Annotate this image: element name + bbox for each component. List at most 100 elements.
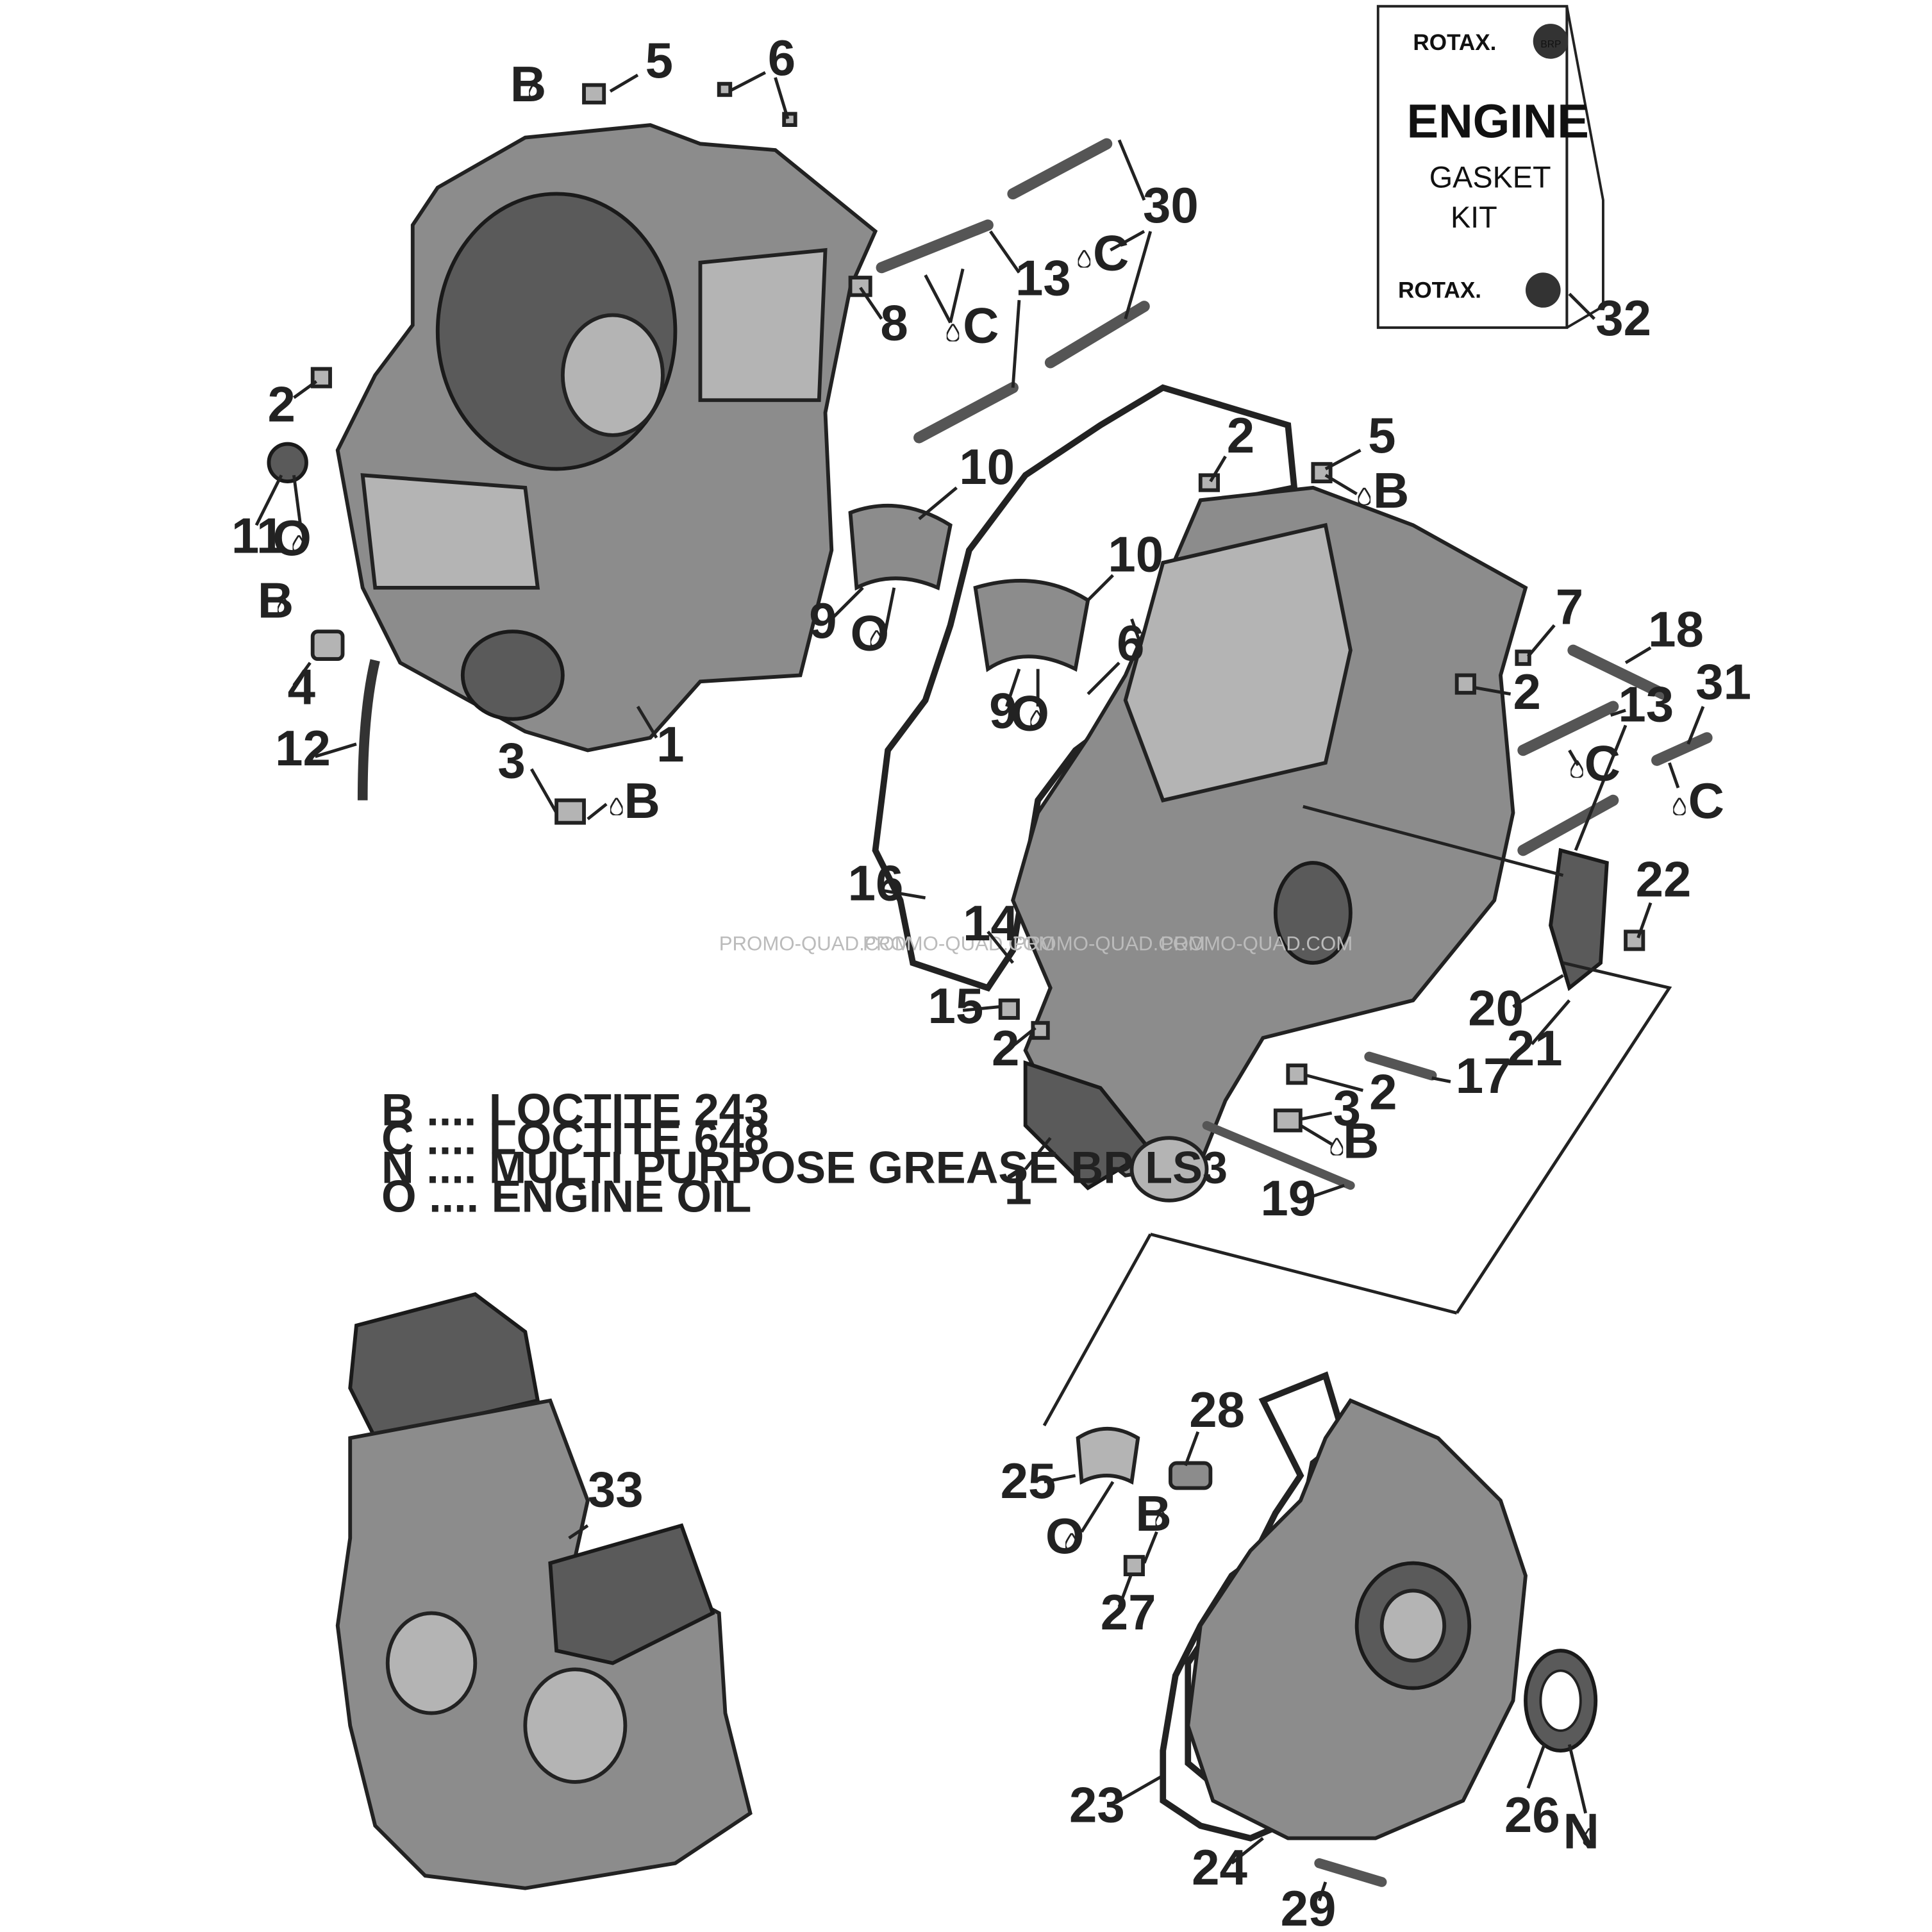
mark-n: N	[1563, 1803, 1599, 1859]
callout-7: 7	[1556, 578, 1583, 635]
dowel-6a	[717, 81, 733, 97]
drop-icon	[1673, 797, 1686, 815]
callout-12: 12	[275, 720, 331, 776]
application-marks: B B B B B B O O O O C C C C N	[258, 56, 1724, 1859]
callout-14: 14	[963, 895, 1019, 951]
kit-subtitle-line1: GASKET	[1429, 161, 1551, 194]
bolt-17	[1364, 1051, 1437, 1081]
callout-3: 3	[497, 732, 525, 788]
cover-20-21	[1549, 847, 1609, 992]
callout-13: 13	[1015, 249, 1071, 306]
mark-b: B	[624, 772, 660, 829]
stud-31	[1651, 732, 1713, 766]
callout-5: 5	[645, 32, 673, 88]
bearing-shells	[848, 503, 1090, 672]
watermark-2: PROMO-QUAD.COM	[863, 933, 1055, 955]
plug-27	[1123, 1554, 1145, 1576]
mark-b: B	[1373, 462, 1409, 519]
mark-o: O	[1010, 685, 1049, 741]
callout-2c: 2	[1513, 663, 1540, 720]
leader-lines	[254, 71, 1705, 1902]
callout-31: 31	[1695, 654, 1751, 710]
plug-5-left	[582, 83, 606, 104]
callout-10b: 10	[1108, 526, 1163, 583]
kit-title: ENGINE	[1407, 95, 1589, 148]
callout-19: 19	[1260, 1170, 1316, 1226]
mark-b: B	[258, 572, 294, 629]
callout-1b: 1	[1004, 1159, 1031, 1215]
callout-5b: 5	[1368, 407, 1395, 463]
callout-21: 21	[1507, 1020, 1563, 1076]
dowel-7	[1515, 649, 1531, 666]
legend-line-c: C .... LOCTITE 648	[381, 1113, 769, 1164]
drop-icon	[1358, 487, 1371, 506]
stud-13c	[1517, 794, 1619, 856]
callout-28: 28	[1189, 1381, 1245, 1438]
oil-seal-11	[267, 442, 308, 483]
mark-o: O	[272, 510, 312, 566]
left-crankcase-half	[335, 123, 878, 753]
callout-6: 6	[768, 29, 795, 86]
plug-4	[310, 629, 345, 662]
callout-8: 8	[880, 295, 908, 351]
plug-3b	[1273, 1108, 1303, 1133]
callout-15: 15	[928, 978, 984, 1034]
mark-b: B	[510, 56, 546, 112]
leader-20-gasket	[1303, 804, 1564, 877]
callout-13b: 13	[1618, 676, 1674, 733]
callout-9b: 9	[989, 682, 1017, 738]
kit-brand-bottom: ROTAX.	[1398, 278, 1481, 303]
legend-line-n: N .... MULTI PURPOSE GREASE BP LS3	[381, 1142, 1228, 1192]
callout-24: 24	[1192, 1839, 1247, 1895]
kit-brand-top: ROTAX.	[1413, 30, 1496, 55]
callout-27: 27	[1101, 1584, 1156, 1640]
watermark-1: PROMO-QUAD.COM	[719, 933, 912, 955]
callout-30: 30	[1143, 177, 1199, 233]
callout-2: 2	[267, 376, 295, 432]
brp-logo-icon	[1533, 24, 1569, 59]
kit-subtitle-line2: KIT	[1451, 201, 1497, 234]
watermark-3: PROMO-QUAD.COM	[1013, 933, 1205, 955]
drop-icon	[1078, 250, 1091, 268]
callout-6b: 6	[1117, 615, 1144, 671]
callout-4: 4	[288, 658, 315, 715]
callout-labels: 5 6 30 13 8 32 2 11 4 12 3 1 10 10 9 9 6…	[231, 29, 1751, 1932]
callout-11: 11	[231, 507, 284, 563]
complete-engine-33	[335, 1292, 753, 1890]
dowel-2d	[1031, 1020, 1050, 1040]
drop-icon	[946, 324, 960, 342]
callout-2d: 2	[992, 1020, 1019, 1076]
bolt-18	[1567, 644, 1669, 700]
mark-c: C	[963, 297, 999, 354]
watermark-4: PROMO-QUAD.COM	[1160, 933, 1353, 955]
mark-b: B	[1135, 1485, 1171, 1542]
dowel-2e	[1286, 1063, 1308, 1085]
callout-9: 9	[809, 592, 837, 649]
callout-2e: 2	[1369, 1063, 1397, 1120]
callout-20: 20	[1468, 980, 1524, 1037]
callout-22: 22	[1636, 851, 1692, 908]
legend-line-o: O .... ENGINE OIL	[381, 1170, 751, 1221]
hose-12	[357, 659, 380, 801]
brp-logo-icon-bottom	[1525, 272, 1561, 308]
callout-18: 18	[1648, 601, 1704, 658]
mark-o: O	[1045, 1508, 1085, 1564]
callout-25: 25	[1001, 1453, 1056, 1509]
callout-10: 10	[959, 438, 1015, 495]
callout-32: 32	[1595, 290, 1651, 346]
bracket-to-cover	[1455, 961, 1672, 1314]
callout-3b: 3	[1333, 1080, 1361, 1137]
bolt-29	[1314, 1858, 1387, 1887]
stud-13b	[1517, 701, 1619, 756]
callout-17: 17	[1456, 1047, 1511, 1104]
bearing-25	[1076, 1426, 1140, 1485]
mark-c: C	[1688, 772, 1724, 829]
mark-c: C	[1585, 735, 1620, 791]
bolt-19	[1202, 1120, 1355, 1190]
callout-2b: 2	[1227, 407, 1254, 463]
callout-16: 16	[848, 855, 904, 912]
bracket-to-bearing	[1042, 1233, 1152, 1427]
drop-icon	[1330, 1138, 1344, 1156]
gasket-kit-box: ROTAX. BRP ENGINE GASKET KIT ROTAX.	[1376, 4, 1604, 329]
